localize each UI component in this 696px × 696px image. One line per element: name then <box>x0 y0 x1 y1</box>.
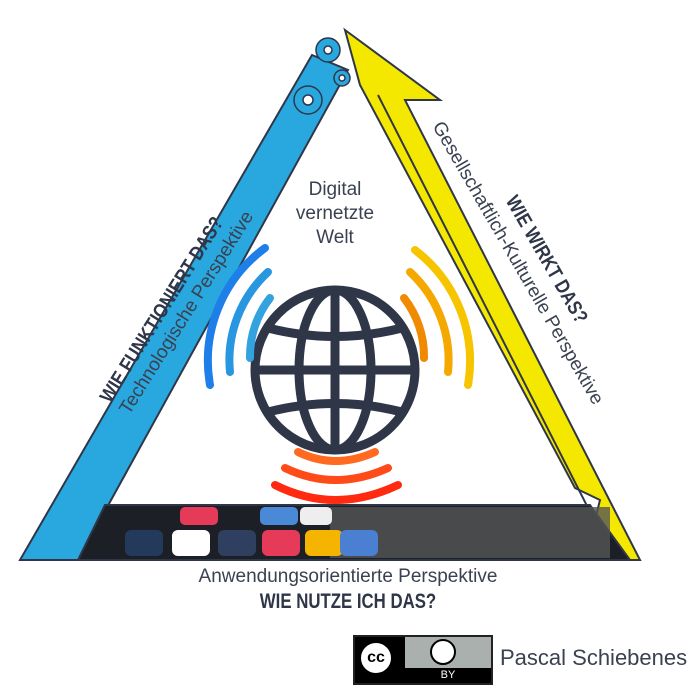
technology-band <box>18 53 350 561</box>
bottom-perspective: Anwendungsorientierte Perspektive <box>198 566 498 587</box>
society-arrow <box>343 27 642 561</box>
cc-icon: cc <box>358 640 394 676</box>
signal-waves-right <box>400 246 474 389</box>
center-line-2: vernetzte <box>295 203 375 224</box>
cc-by-license-badge: cc BY <box>353 635 493 685</box>
center-line-3: Welt <box>316 227 354 248</box>
application-band <box>76 504 632 561</box>
person-icon <box>430 639 456 665</box>
center-line-1: Digital <box>308 179 362 200</box>
gear-icon <box>293 37 351 115</box>
by-label: BY <box>405 668 491 683</box>
signal-waves-bottom <box>271 448 402 504</box>
author-name: Pascal Schiebenes <box>500 645 688 670</box>
center-title: Digital vernetzte Welt <box>270 178 400 250</box>
signal-waves-left <box>203 244 274 389</box>
bottom-question: WIE NUTZE ICH DAS? <box>259 590 437 613</box>
globe-icon <box>250 285 420 455</box>
